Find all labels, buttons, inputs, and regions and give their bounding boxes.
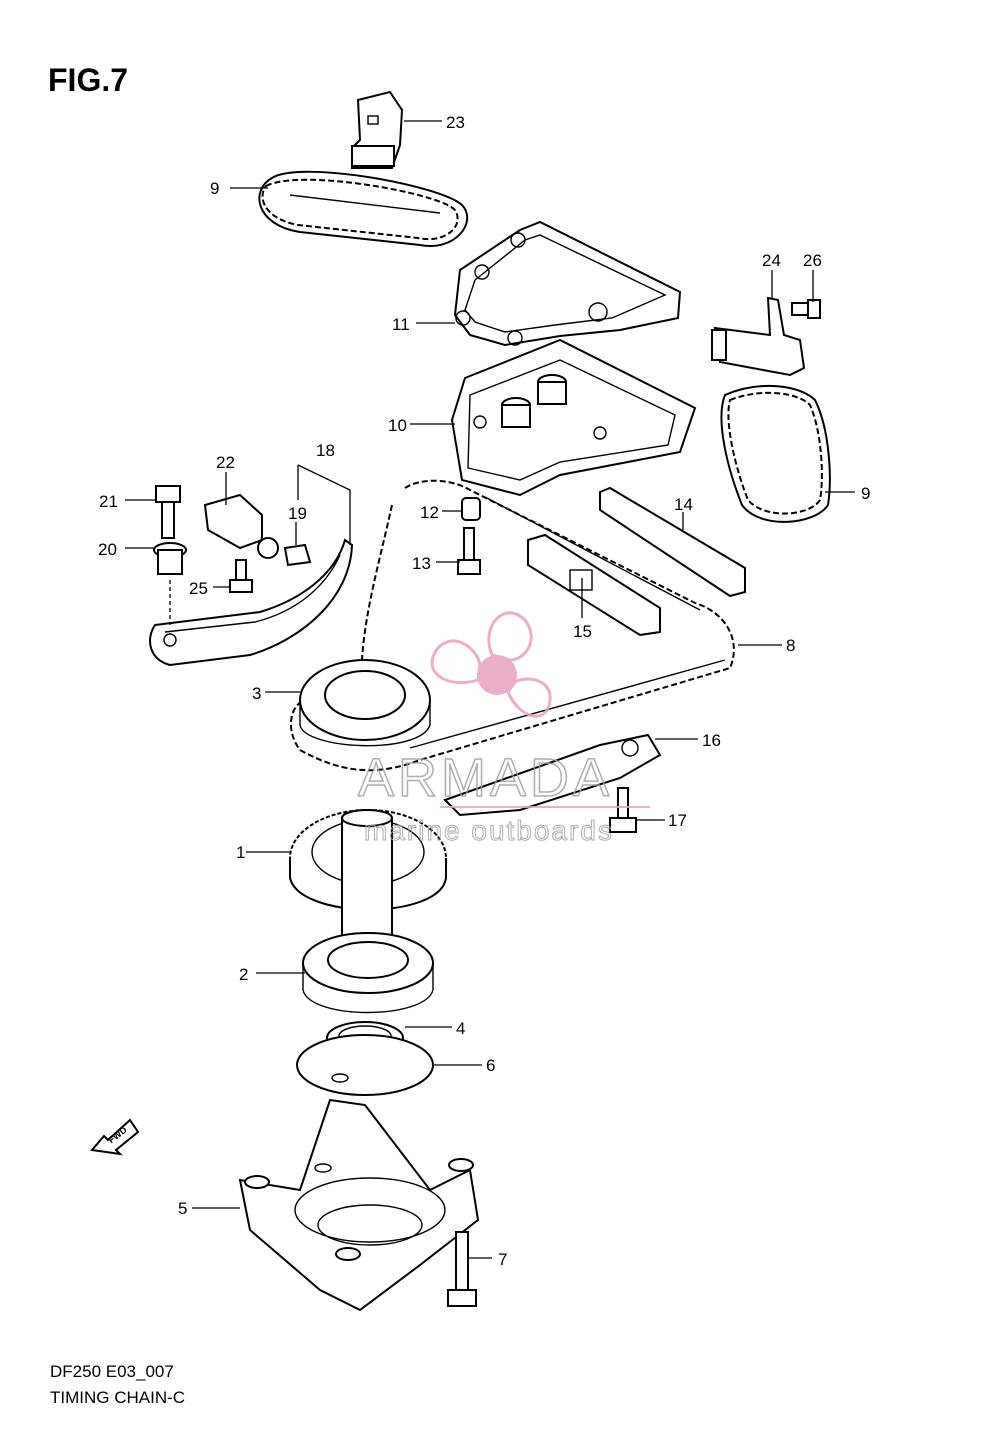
part-14-guide (599, 486, 746, 598)
footer-section-title: TIMING CHAIN-C (50, 1388, 186, 1407)
callout-numbers: 1 2 3 4 5 6 7 8 9 9 10 11 12 13 14 15 16… (98, 113, 870, 1269)
part-2-bearing (302, 932, 434, 1014)
part-15-guide (527, 533, 661, 637)
leader-lines (125, 120, 855, 1259)
part-24-tensioner-right (711, 296, 806, 377)
part-18-chain-guide (149, 538, 354, 667)
callout-4: 4 (456, 1019, 465, 1038)
propeller-logo-icon (430, 611, 552, 718)
callout-5: 5 (178, 1199, 187, 1218)
callout-9-right: 9 (861, 484, 870, 503)
part-9-chain-right (720, 384, 831, 523)
part-1-gear (289, 809, 447, 939)
callout-14: 14 (674, 495, 693, 514)
callout-19: 19 (288, 504, 307, 523)
part-19-pin (283, 543, 312, 567)
callout-9-upper: 9 (210, 179, 219, 198)
watermark-brand: ARMADA (358, 748, 613, 808)
part-22-lever (203, 493, 279, 559)
callout-25: 25 (189, 579, 208, 598)
callout-12: 12 (420, 503, 439, 522)
fwd-arrow-icon: FWD (90, 1118, 140, 1156)
callout-17: 17 (668, 811, 687, 830)
callout-18: 18 (316, 441, 335, 460)
part-20-collar (153, 542, 187, 575)
part-13-bolt (457, 527, 481, 575)
part-23-tensioner (351, 90, 404, 169)
callout-3: 3 (252, 684, 261, 703)
callout-16: 16 (702, 731, 721, 750)
callout-26: 26 (803, 251, 822, 270)
part-26-bolt (791, 299, 821, 319)
part-16-tensioner-arm (443, 733, 662, 817)
part-9-chain-upper (258, 170, 469, 248)
callout-2: 2 (239, 965, 248, 984)
callout-8: 8 (786, 636, 795, 655)
callout-11: 11 (392, 315, 410, 334)
part-12-dowel (461, 497, 481, 521)
part-7-bolt (447, 1231, 477, 1307)
part-8-timing-chain (289, 479, 735, 772)
callout-22: 22 (216, 453, 235, 472)
part-25-bolt (229, 559, 253, 593)
part-11-gasket (453, 220, 682, 347)
callout-1: 1 (236, 843, 245, 862)
part-5-housing (238, 1098, 480, 1312)
figure-title: FIG.7 (48, 62, 129, 98)
callout-20: 20 (98, 540, 117, 559)
part-21-bolt (155, 485, 181, 539)
callout-7: 7 (498, 1250, 507, 1269)
part-6-gasket-ring (296, 1034, 434, 1096)
callout-13: 13 (412, 554, 431, 573)
part-17-bolt (609, 787, 637, 833)
part-10-pump (450, 338, 697, 497)
callout-21: 21 (99, 492, 118, 511)
watermark: ARMADA marine outboards (357, 611, 650, 847)
part-3-bearing (299, 659, 431, 747)
callout-10: 10 (388, 416, 407, 435)
footer-model-code: DF250 E03_007 (50, 1362, 174, 1381)
watermark-tagline: marine outboards (364, 815, 614, 846)
callout-6: 6 (486, 1056, 495, 1075)
callout-23: 23 (446, 113, 465, 132)
callout-15: 15 (573, 622, 592, 641)
callout-24: 24 (762, 251, 781, 270)
